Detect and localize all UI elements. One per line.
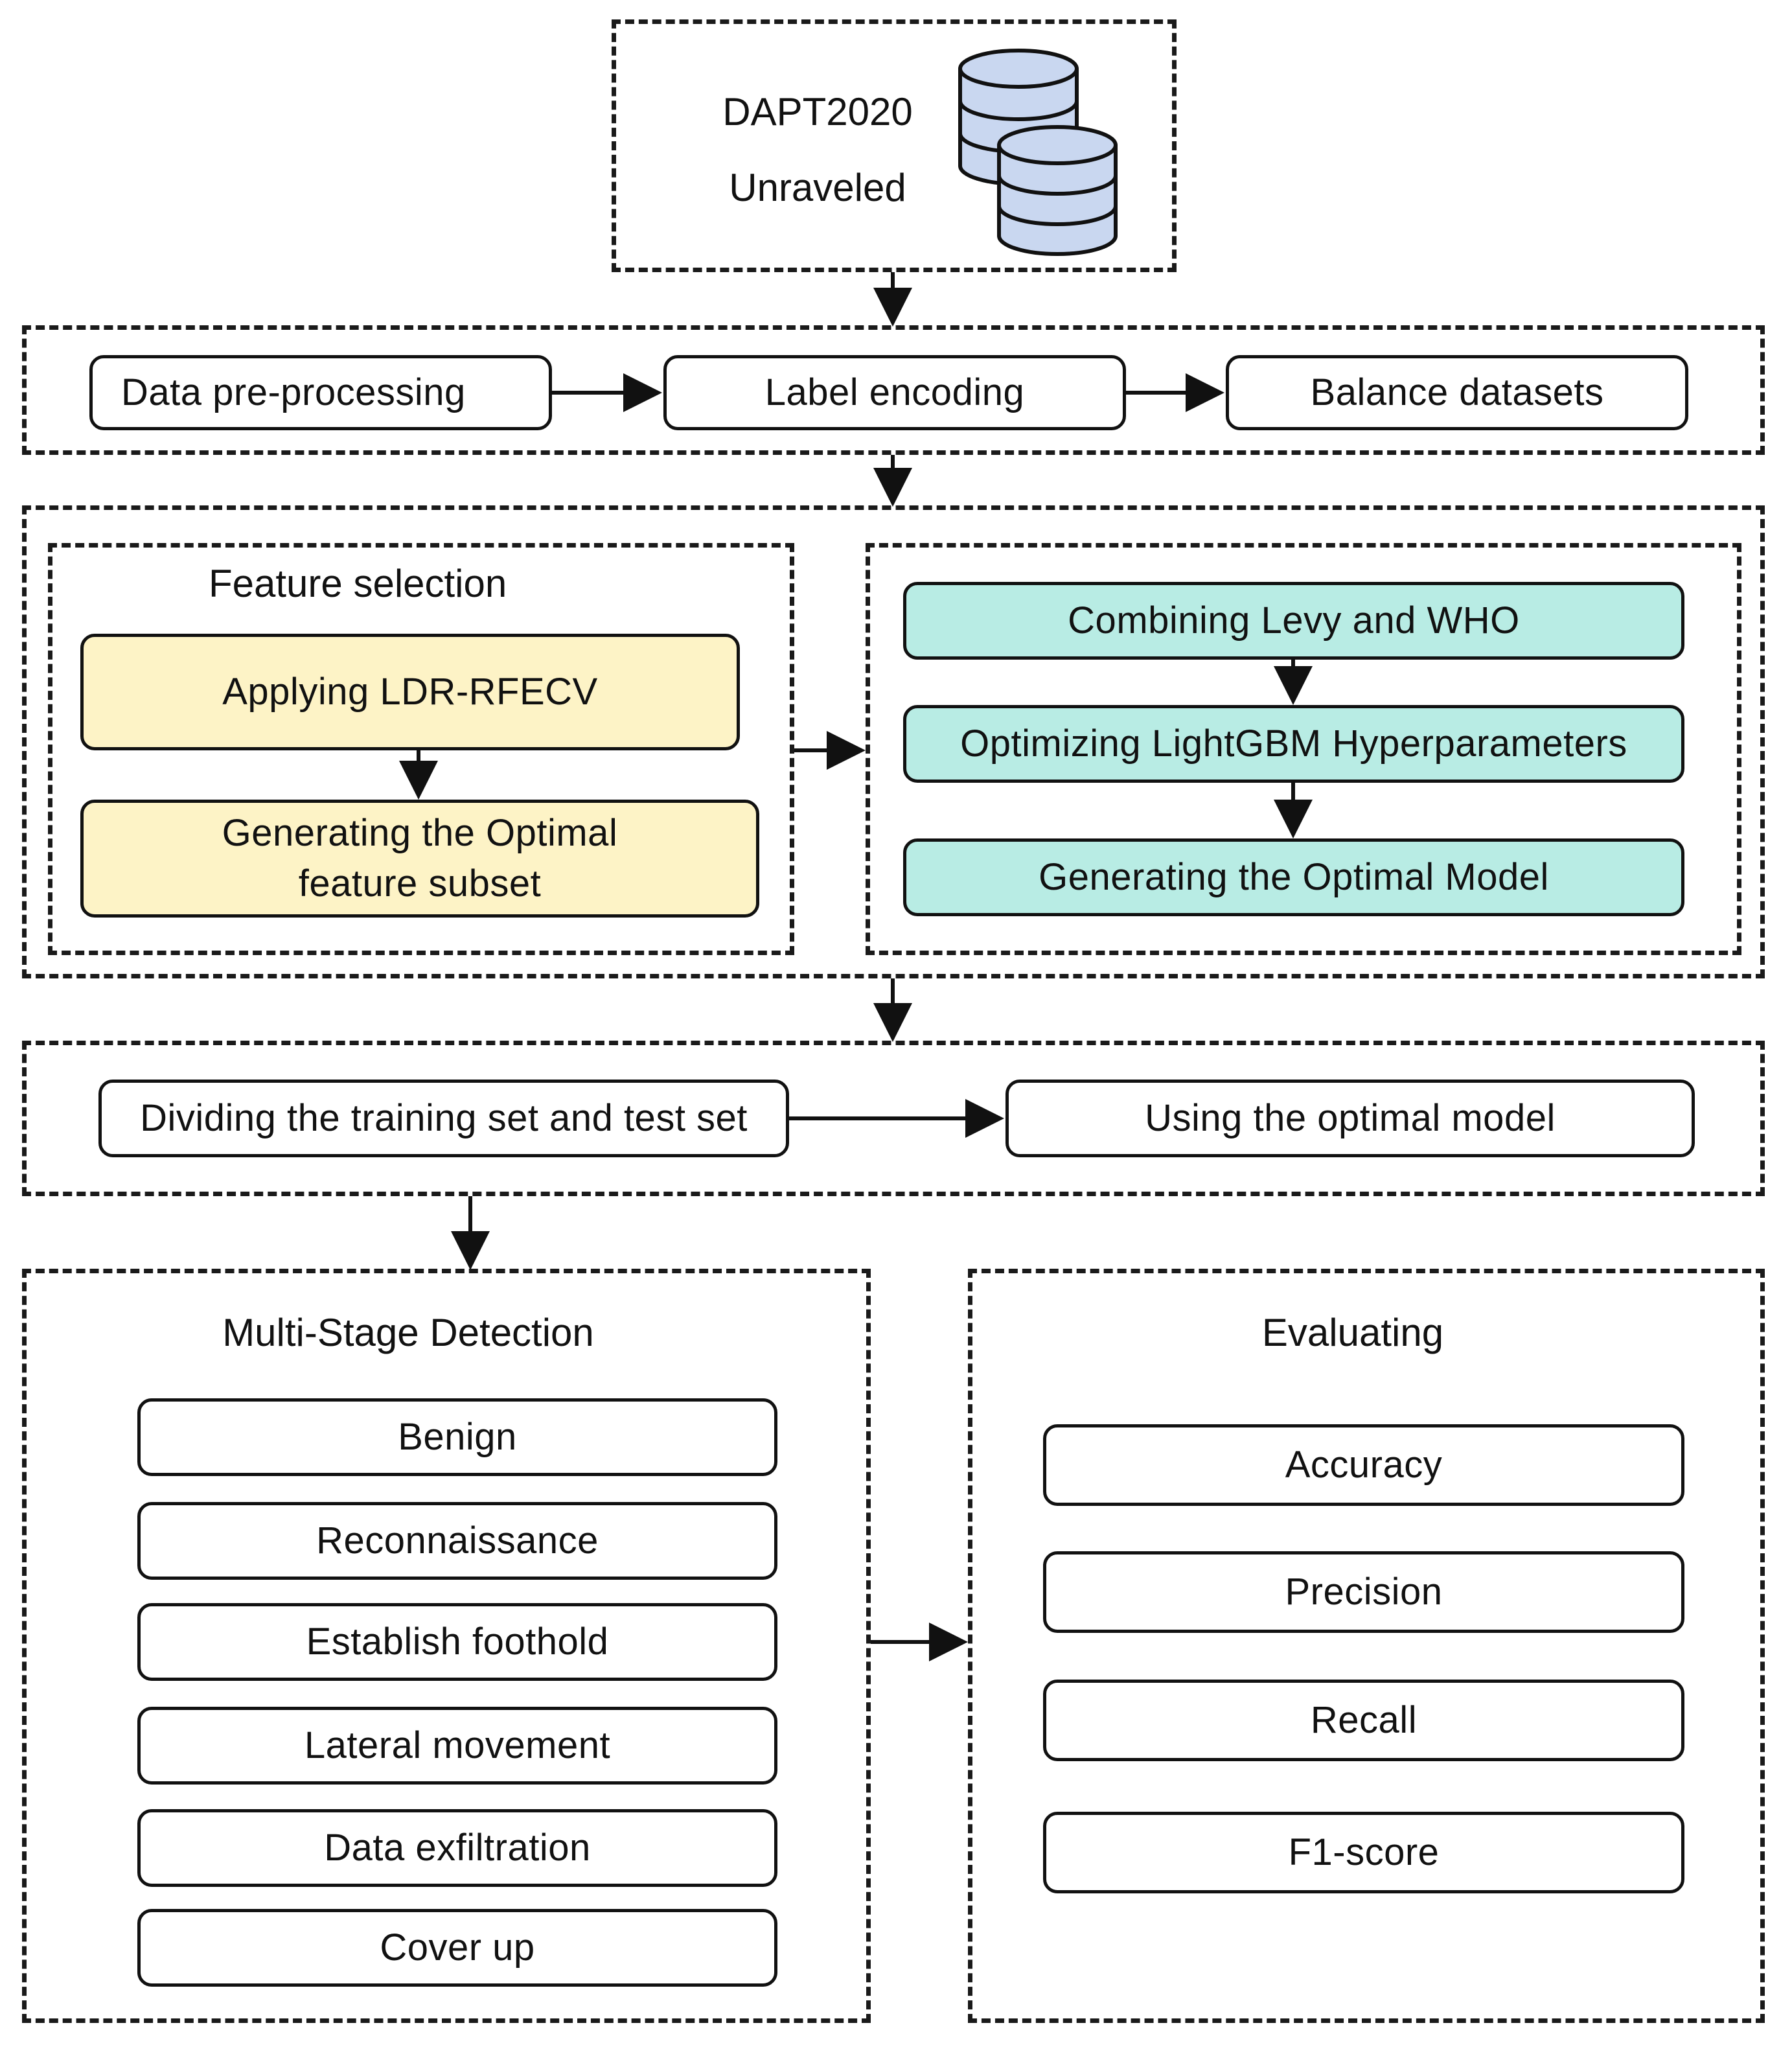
optimal-model-box: Generating the Optimal Model bbox=[903, 838, 1684, 916]
metric-f1-score: F1-score bbox=[1043, 1812, 1684, 1893]
label-encoding-box: Label encoding bbox=[663, 355, 1126, 430]
modeling-group bbox=[22, 505, 1765, 978]
stage-lateral-movement: Lateral movement bbox=[137, 1707, 777, 1785]
stage-benign: Benign bbox=[137, 1398, 777, 1476]
optimization-group bbox=[866, 543, 1741, 955]
dataset-subtitle: Unraveled bbox=[729, 166, 906, 209]
stage-establish-foothold: Establish foothold bbox=[137, 1603, 777, 1681]
dataset-group bbox=[612, 19, 1177, 272]
using-optimal-model-box: Using the optimal model bbox=[1005, 1080, 1695, 1157]
metric-precision: Precision bbox=[1043, 1551, 1684, 1633]
database-icon bbox=[958, 49, 1118, 256]
training-group bbox=[22, 1041, 1765, 1196]
optimal-feature-subset-box: Generating the Optimal feature subset bbox=[80, 800, 759, 918]
stage-cover-up: Cover up bbox=[137, 1909, 777, 1987]
optimizing-lightgbm-box: Optimizing LightGBM Hyperparameters bbox=[903, 705, 1684, 783]
preprocessing-group bbox=[22, 325, 1765, 455]
balance-datasets-box: Balance datasets bbox=[1226, 355, 1688, 430]
combining-levy-who-box: Combining Levy and WHO bbox=[903, 582, 1684, 660]
stage-reconnaissance: Reconnaissance bbox=[137, 1502, 777, 1580]
evaluation-group bbox=[968, 1269, 1765, 2023]
dividing-train-test-box: Dividing the training set and test set bbox=[98, 1080, 789, 1157]
metric-recall: Recall bbox=[1043, 1680, 1684, 1761]
applying-ldr-rfecv-box: Applying LDR-RFECV bbox=[80, 634, 740, 750]
detection-title: Multi-Stage Detection bbox=[222, 1311, 594, 1354]
database-cylinder-front bbox=[997, 125, 1118, 256]
feature-selection-group bbox=[48, 543, 794, 955]
detection-group bbox=[22, 1269, 871, 2023]
feature-selection-title: Feature selection bbox=[209, 562, 507, 605]
metric-accuracy: Accuracy bbox=[1043, 1424, 1684, 1506]
evaluation-title: Evaluating bbox=[1261, 1311, 1444, 1354]
data-preprocessing-box: Data pre-processing bbox=[89, 355, 552, 430]
dataset-name: DAPT2020 bbox=[722, 90, 913, 133]
stage-data-exfiltration: Data exfiltration bbox=[137, 1809, 777, 1887]
